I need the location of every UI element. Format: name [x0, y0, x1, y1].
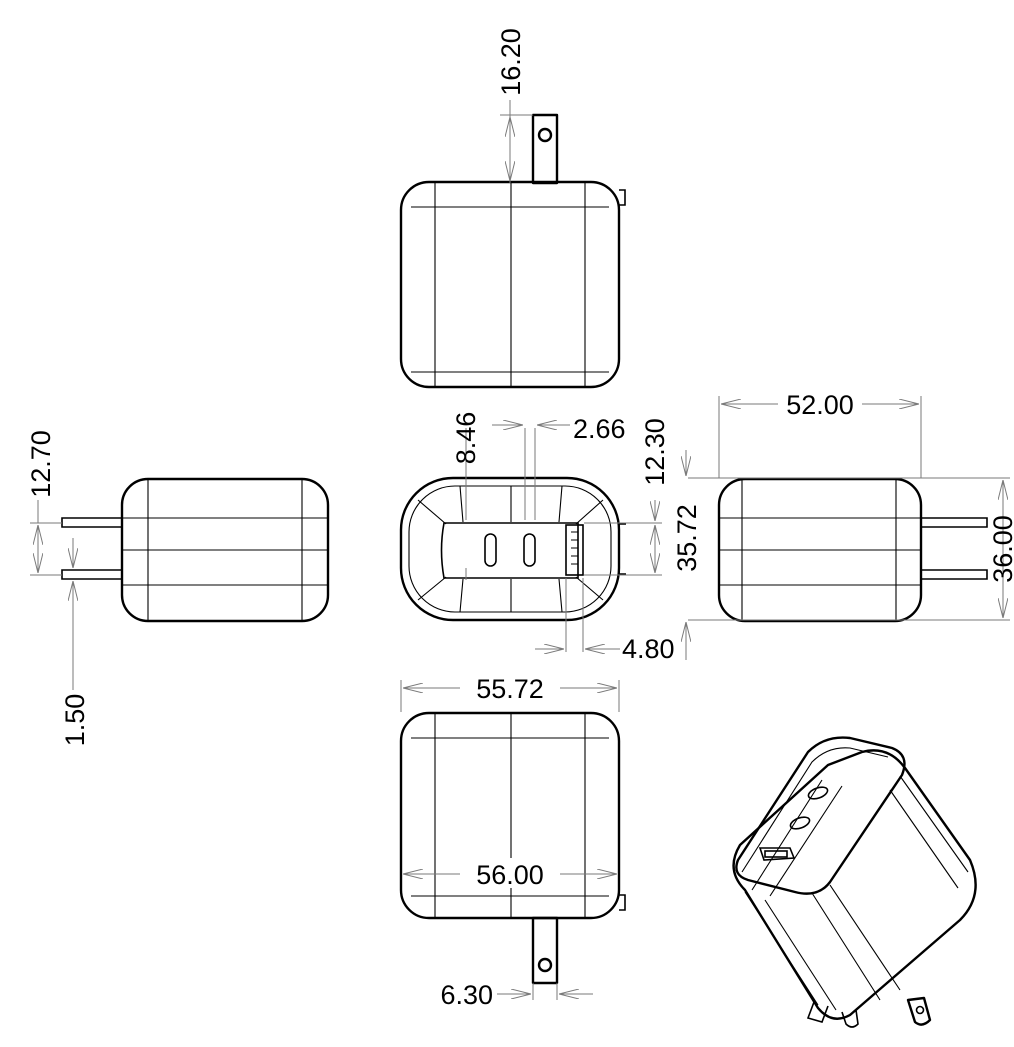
- dim-face-height: 35.72: [672, 504, 702, 572]
- iso-usb-c-port-1: [807, 786, 829, 800]
- prong-spacing-dimension: [30, 500, 62, 576]
- isometric-view: [732, 736, 977, 1028]
- bottom-view: [399, 711, 626, 985]
- usb-c-port-2: [523, 533, 536, 567]
- side-depth-dimension: [718, 396, 922, 478]
- dim-usb-offset: 12.30: [640, 418, 670, 486]
- usb-a-port: [565, 524, 584, 576]
- dim-prong-width: 6.30: [440, 980, 493, 1010]
- prong-width-dimension: [497, 983, 593, 1000]
- side-height-dimension: [686, 450, 1010, 660]
- iso-usb-c-port-2: [789, 816, 811, 830]
- dim-side-depth: 52.00: [786, 390, 854, 420]
- usb-c-port-1: [484, 533, 497, 567]
- dim-port-pitch-b: 2.66: [573, 414, 626, 444]
- usb-width-dimension: [535, 578, 620, 652]
- usb-offset-dimension: [584, 500, 662, 576]
- dim-port-pitch-a: 8.46: [451, 412, 481, 465]
- prong-length-dimension: [500, 100, 533, 183]
- face-width-dimension: [400, 680, 620, 712]
- dim-prong-length: 16.20: [496, 28, 526, 96]
- port-pitch-dimensions: [465, 425, 570, 580]
- right-view: [717, 477, 988, 623]
- dim-prong-thickness: 1.50: [60, 694, 90, 747]
- dim-body-width: 56.00: [476, 860, 544, 890]
- left-view: [61, 477, 330, 623]
- front-view: [399, 476, 626, 622]
- top-view: [399, 113, 626, 389]
- dim-face-width: 55.72: [476, 674, 544, 704]
- dim-side-height: 36.00: [988, 515, 1014, 583]
- dim-usb-width: 4.80: [622, 634, 675, 664]
- dim-prong-spacing: 12.70: [26, 430, 56, 498]
